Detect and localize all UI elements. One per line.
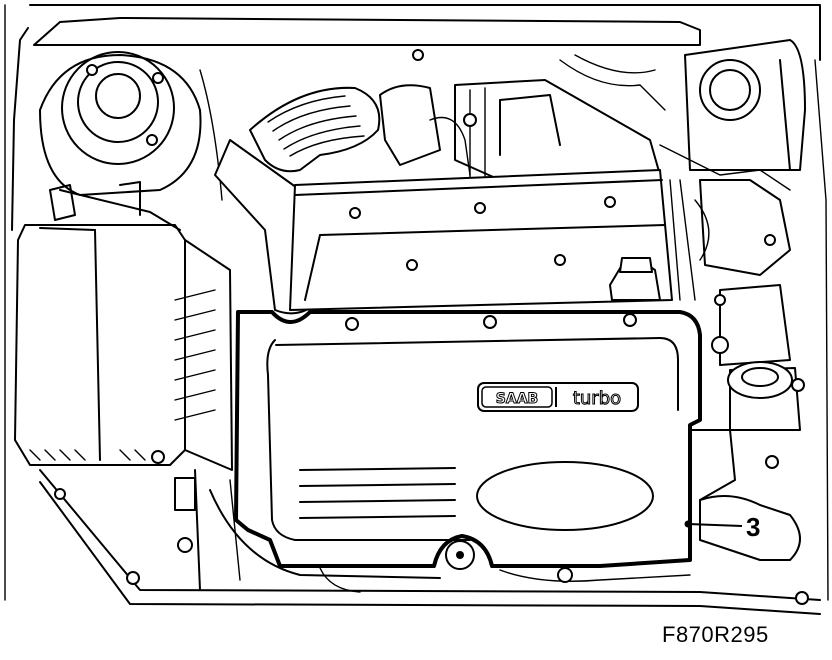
brand-saab-text: SAAB [496,391,538,407]
engine-bay-illustration: SAAB turbo 3 [4,4,829,615]
brand-turbo-text: turbo [573,388,621,409]
callout-3: 3 [684,512,760,542]
saab-turbo-badge: SAAB turbo [477,382,639,412]
callout-number: 3 [746,512,760,542]
lower-engine-details [174,469,691,593]
engine-cover [234,310,702,570]
right-side-components [669,179,805,561]
lower-crossmember [39,469,821,615]
air-filter-box [14,181,233,471]
figure-id-label: F870R295 [662,622,769,647]
left-strut-tower [39,51,223,201]
hood-frame [4,4,829,601]
coolant-expansion-tank [659,39,806,191]
rear-components [379,49,666,181]
cylinder-head-cover [289,169,673,311]
